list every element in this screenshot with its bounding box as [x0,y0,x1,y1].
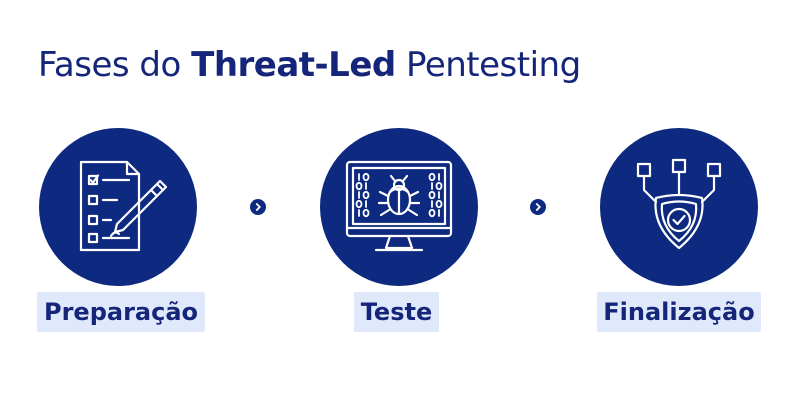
title-part-3: Pentesting [395,45,581,85]
title-part-2: Threat-Led [191,45,396,85]
phase-label-teste: Teste [354,292,439,332]
shield-check-network-icon [636,158,722,250]
checklist-pen-icon [79,160,168,252]
arrow-right-icon [250,199,266,215]
phase-teste-circle [320,128,478,286]
phase-label-finalizacao: Finalização [597,292,761,332]
title-part-1: Fases do [38,45,192,85]
page-title: Fases do Threat-Led Pentesting [38,40,581,90]
phase-preparacao-circle [39,128,197,286]
phase-label-preparacao: Preparação [37,292,205,332]
arrow-right-icon [530,199,546,215]
monitor-bug-icon [345,160,453,252]
phase-finalizacao-circle [600,128,758,286]
